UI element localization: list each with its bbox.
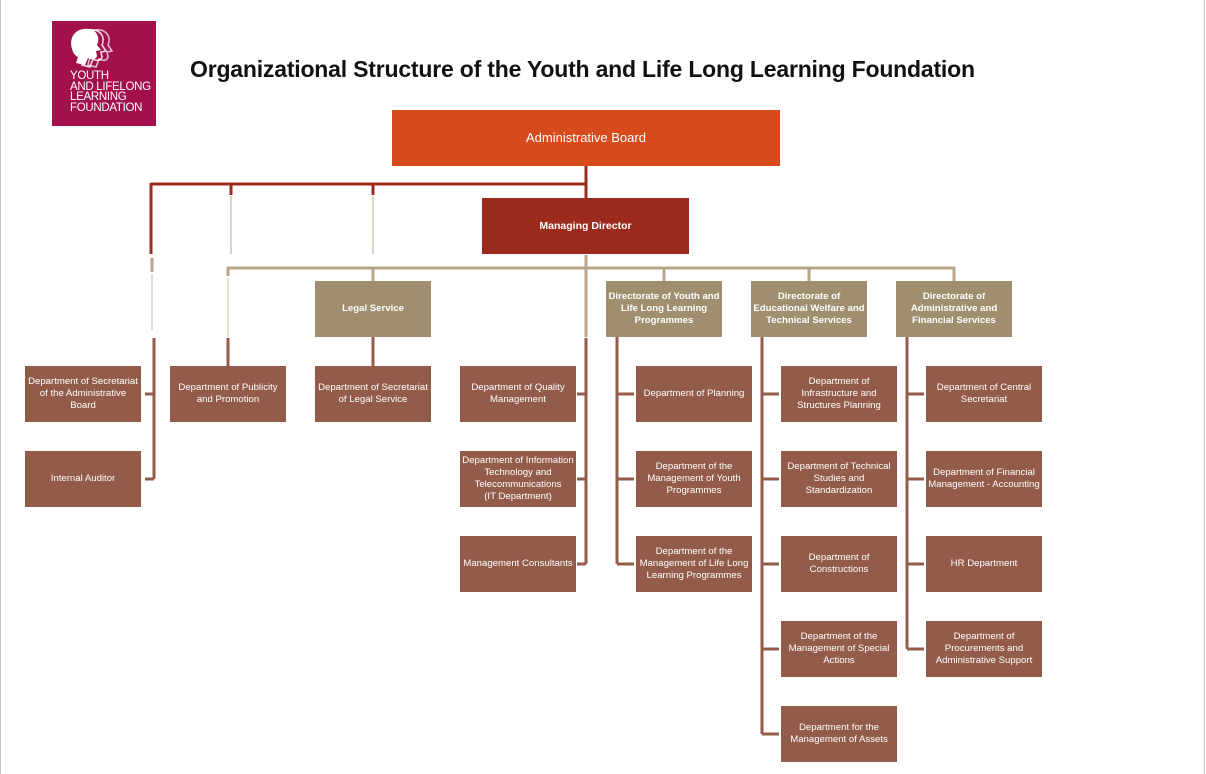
publicity-box: Department of Publicity and Promotion <box>170 366 286 422</box>
it-department-box: Department of Information Technology and… <box>460 451 576 507</box>
directorate-welfare-box: Directorate of Educational Welfare and T… <box>751 281 867 337</box>
central-secretariat-box: Department of Central Secretariat <box>926 366 1042 422</box>
board-connectors <box>149 166 588 254</box>
lifelong-management-box: Department of the Management of Life Lon… <box>636 536 752 592</box>
financial-management-box: Department of Financial Management - Acc… <box>926 451 1042 507</box>
logo-line-2: AND LIFELONG <box>70 80 151 93</box>
head-profiles-icon <box>71 28 114 68</box>
youth-management-box: Department of the Management of Youth Pr… <box>636 451 752 507</box>
foundation-logo: YOUTH AND LIFELONG LEARNING FOUNDATION <box>52 21 156 126</box>
director-thin-connectors <box>151 274 229 337</box>
secretariat-board-box: Department of Secretariat of the Adminis… <box>25 366 141 422</box>
logo-line-3: LEARNING <box>70 91 127 104</box>
procurements-box: Department of Procurements and Administr… <box>926 621 1042 677</box>
constructions-box: Department of Constructions <box>781 536 897 592</box>
planning-box: Department of Planning <box>636 366 752 422</box>
frame-border-right <box>1204 0 1205 774</box>
logo-line-1: YOUTH <box>70 70 109 82</box>
director-connectors <box>150 255 956 337</box>
infrastructure-box: Department of Infrastructure and Structu… <box>781 366 897 422</box>
directorate-admin-box: Directorate of Administrative and Financ… <box>896 281 1012 337</box>
board-thin-connectors <box>230 196 374 254</box>
assets-box: Department for the Management of Assets <box>781 706 897 762</box>
special-actions-box: Department of the Management of Special … <box>781 621 897 677</box>
logo-line-4: FOUNDATION <box>70 101 143 114</box>
page-title: Organizational Structure of the Youth an… <box>190 56 975 82</box>
managing-director-box: Managing Director <box>482 198 689 254</box>
frame-border-left <box>0 0 1 774</box>
quality-box: Department of Quality Management <box>460 366 576 422</box>
technical-studies-box: Department of Technical Studies and Stan… <box>781 451 897 507</box>
internal-auditor-box: Internal Auditor <box>25 451 141 507</box>
secretariat-legal-box: Department of Secretariat of Legal Servi… <box>315 366 431 422</box>
directorate-youth-box: Directorate of Youth and Life Long Learn… <box>606 281 722 337</box>
consultants-box: Management Consultants <box>460 536 576 592</box>
legal-service-box: Legal Service <box>315 281 431 337</box>
department-connectors <box>145 337 924 736</box>
administrative-board-box: Administrative Board <box>392 110 780 166</box>
logo-wordmark: YOUTH AND LIFELONG LEARNING FOUNDATION <box>70 70 151 114</box>
hr-department-box: HR Department <box>926 536 1042 592</box>
